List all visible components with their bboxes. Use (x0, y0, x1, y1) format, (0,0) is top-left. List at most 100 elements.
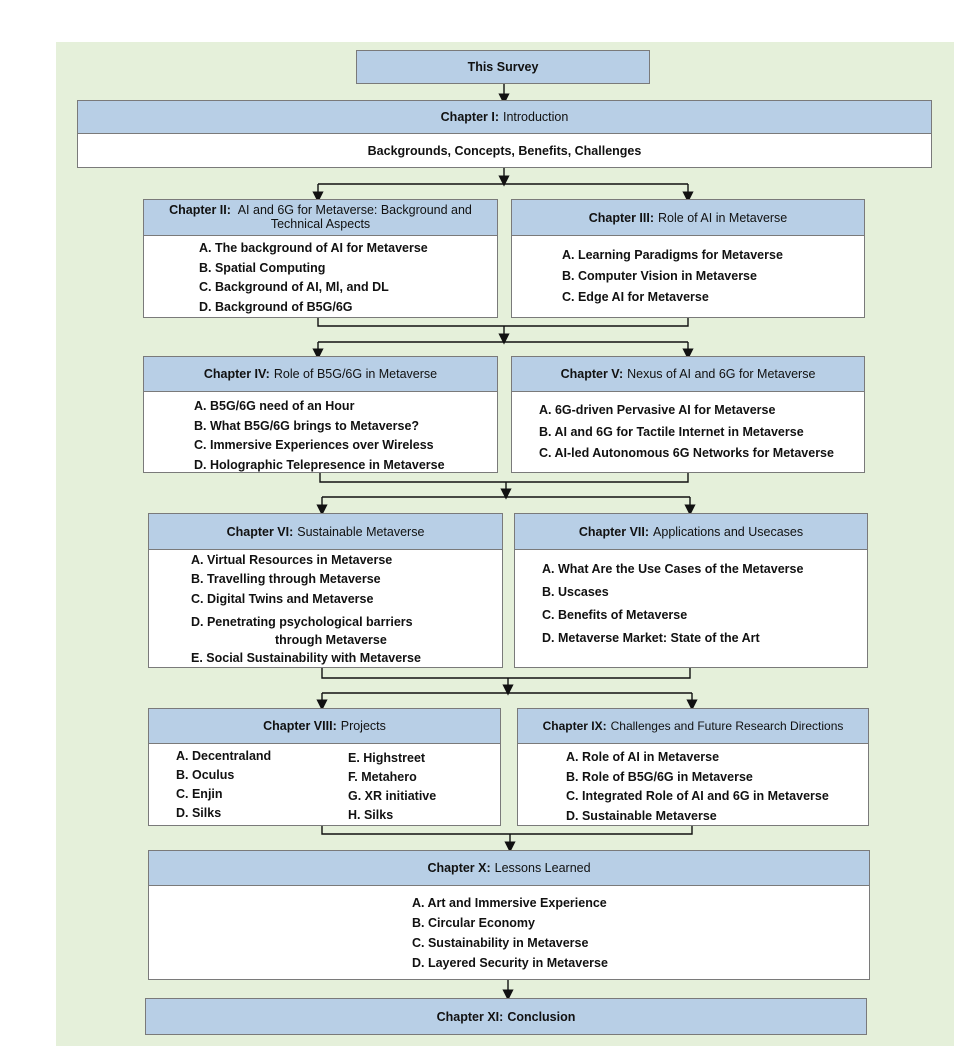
chapter-8-item: E. Highstreet (348, 751, 426, 765)
chapter-3-title: Role of AI in Metaverse (658, 210, 788, 225)
chapter-6-item: E. Social Sustainability with Metaverse (191, 651, 421, 665)
chapter-5-header: Chapter V: Nexus of AI and 6G for Metave… (512, 357, 864, 392)
chapter-9-item: C. Integrated Role of AI and 6G in Metav… (566, 789, 829, 803)
chapter-2-title: AI and 6G for Metaverse: Background and … (237, 203, 472, 231)
chapter-7-item: B. Uscases (542, 585, 609, 599)
chapter-9-box: Chapter IX: Challenges and Future Resear… (517, 708, 869, 826)
chapter-4-body: A. B5G/6G need of an Hour B. What B5G/6G… (144, 392, 497, 475)
chapter-8-item: B. Oculus (176, 768, 235, 782)
chapter-3-box: Chapter III: Role of AI in Metaverse A. … (511, 199, 865, 318)
chapter-7-body: A. What Are the Use Cases of the Metaver… (515, 550, 867, 650)
chapter-7-item: C. Benefits of Metaverse (542, 608, 688, 622)
chapter-11-box: Chapter XI: Conclusion (145, 998, 867, 1035)
chapter-6-item: D. Penetrating psychological barriers (191, 615, 413, 629)
chapter-5-item: C. AI-led Autonomous 6G Networks for Met… (539, 446, 834, 460)
chapter-2-header: Chapter II: AI and 6G for Metaverse: Bac… (144, 200, 497, 236)
chapter-11-title: Conclusion (507, 1009, 576, 1024)
chapter-9-item: D. Sustainable Metaverse (566, 808, 717, 823)
chapter-4-item: D. Holographic Telepresence in Metaverse (194, 457, 445, 472)
chapter-9-title: Challenges and Future Research Direction… (610, 719, 844, 733)
chapter-1-body: Backgrounds, Concepts, Benefits, Challen… (367, 144, 642, 158)
chapter-5-box: Chapter V: Nexus of AI and 6G for Metave… (511, 356, 865, 473)
merge-ch4-ch5 (319, 473, 689, 483)
chapter-4-number: Chapter IV: (203, 367, 270, 381)
chapter-3-item: C. Edge AI for Metaverse (562, 290, 709, 304)
chapter-1-header: Chapter I: Introduction (78, 101, 931, 134)
merge-ch6-ch7 (321, 668, 691, 679)
chapter-10-number: Chapter X: (427, 861, 491, 875)
chapter-2-item: C. Background of AI, Ml, and DL (199, 280, 389, 294)
chapter-2-body: A. The background of AI for Metaverse B.… (144, 236, 497, 317)
chapter-10-title: Lessons Learned (494, 861, 591, 875)
merge-ch8-ch9 (321, 826, 693, 835)
chapter-2-item: A. The background of AI for Metaverse (199, 241, 428, 255)
chapter-6-box: Chapter VI: Sustainable Metaverse A. Vir… (148, 513, 503, 668)
chapter-2-item: B. Spatial Computing (199, 260, 326, 275)
chapter-8-body: A. Decentraland B. Oculus C. Enjin D. Si… (149, 744, 500, 824)
chapter-5-body: A. 6G-driven Pervasive AI for Metaverse … (512, 392, 864, 465)
chapter-9-number: Chapter IX: (542, 719, 607, 733)
chapter-9-body: A. Role of AI in Metaverse B. Role of B5… (518, 744, 868, 826)
survey-box: This Survey (356, 50, 650, 84)
chapter-5-number: Chapter V: (560, 367, 624, 381)
chapter-6-body: A. Virtual Resources in Metaverse B. Tra… (149, 550, 502, 669)
chapter-10-header: Chapter X: Lessons Learned (149, 851, 869, 886)
chapter-3-item: B. Computer Vision in Metaverse (562, 269, 757, 283)
chapter-7-number: Chapter VII: (578, 524, 650, 539)
chapter-8-item: D. Silks (176, 806, 222, 820)
chapter-6-item-continued: through Metaverse (275, 633, 387, 647)
chapter-4-box: Chapter IV: Role of B5G/6G in Metaverse … (143, 356, 498, 473)
chapter-9-header: Chapter IX: Challenges and Future Resear… (518, 709, 868, 744)
chapter-7-title: Applications and Usecases (653, 524, 804, 539)
chapter-4-item: C. Immersive Experiences over Wireless (194, 438, 434, 452)
chapter-11-number: Chapter XI: (436, 1009, 504, 1024)
chapter-10-item: D. Layered Security in Metaverse (412, 956, 608, 970)
chapter-3-body: A. Learning Paradigms for Metaverse B. C… (512, 236, 864, 308)
chapter-8-title: Projects (340, 719, 386, 733)
chapter-2-box: Chapter II: AI and 6G for Metaverse: Bac… (143, 199, 498, 318)
chapter-9-item: B. Role of B5G/6G in Metaverse (566, 769, 753, 784)
chapter-7-box: Chapter VII: Applications and Usecases A… (514, 513, 868, 668)
chapter-7-item: D. Metaverse Market: State of the Art (542, 631, 760, 645)
chapter-10-item: C. Sustainability in Metaverse (412, 936, 589, 950)
chapter-3-item: A. Learning Paradigms for Metaverse (562, 248, 783, 262)
chapter-2-item: D. Background of B5G/6G (199, 299, 353, 314)
chapter-1-title: Introduction (503, 110, 569, 124)
chapter-10-item: B. Circular Economy (412, 916, 535, 930)
chapter-6-header: Chapter VI: Sustainable Metaverse (149, 514, 502, 550)
survey-label: This Survey (467, 60, 539, 74)
chapter-8-right-column: E. Highstreet F. Metahero G. XR initiati… (348, 749, 436, 825)
chapter-8-item: A. Decentraland (176, 749, 272, 763)
chapter-4-item: A. B5G/6G need of an Hour (194, 399, 355, 413)
chapter-5-title: Nexus of AI and 6G for Metaverse (627, 367, 816, 381)
chapter-6-item: B. Travelling through Metaverse (191, 572, 381, 586)
chapter-8-header: Chapter VIII: Projects (149, 709, 500, 744)
chapter-10-box: Chapter X: Lessons Learned A. Art and Im… (148, 850, 870, 980)
chapter-10-item: A. Art and Immersive Experience (412, 896, 607, 910)
chapter-4-title: Role of B5G/6G in Metaverse (273, 367, 438, 381)
chapter-8-box: Chapter VIII: Projects A. Decentraland B… (148, 708, 501, 826)
chapter-7-header: Chapter VII: Applications and Usecases (515, 514, 867, 550)
chapter-8-item: C. Enjin (176, 787, 223, 801)
chapter-8-number: Chapter VIII: (263, 719, 337, 733)
chapter-7-item: A. What Are the Use Cases of the Metaver… (542, 562, 804, 576)
chapter-6-number: Chapter VI: (226, 524, 294, 539)
chapter-5-item: B. AI and 6G for Tactile Internet in Met… (539, 424, 804, 439)
chapter-8-item: F. Metahero (348, 770, 417, 784)
chapter-3-header: Chapter III: Role of AI in Metaverse (512, 200, 864, 236)
chapter-3-number: Chapter III: (588, 210, 655, 225)
merge-ch2-ch3 (317, 318, 689, 327)
chapter-9-item: A. Role of AI in Metaverse (566, 750, 720, 764)
chapter-8-item: G. XR initiative (348, 789, 437, 803)
chapter-10-body: A. Art and Immersive Experience B. Circu… (149, 886, 869, 973)
chapter-6-item: C. Digital Twins and Metaverse (191, 592, 374, 606)
chapter-2-number: Chapter II: (169, 203, 231, 217)
chapter-8-item: H. Silks (348, 808, 394, 822)
chapter-5-item: A. 6G-driven Pervasive AI for Metaverse (539, 403, 776, 417)
chapter-1-number: Chapter I: (440, 110, 499, 124)
chapter-1-box: Chapter I: Introduction Backgrounds, Con… (77, 100, 932, 168)
chapter-4-header: Chapter IV: Role of B5G/6G in Metaverse (144, 357, 497, 392)
chapter-6-title: Sustainable Metaverse (297, 524, 425, 539)
chapter-4-item: B. What B5G/6G brings to Metaverse? (194, 418, 420, 433)
